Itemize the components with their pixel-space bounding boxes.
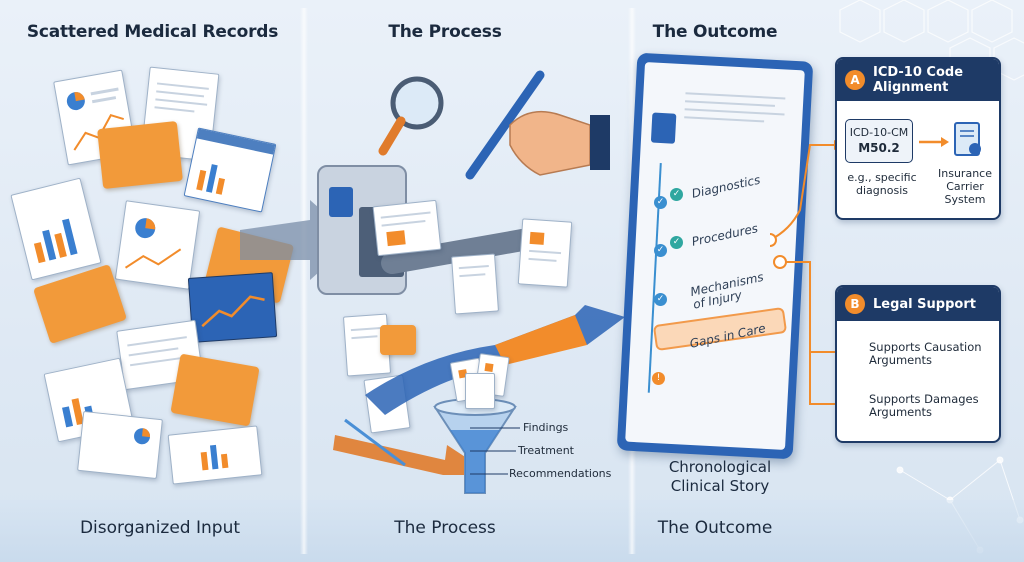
insurance-carrier-system-label: Insurance Carrier System bbox=[938, 167, 992, 206]
pen-hand-icon bbox=[465, 70, 610, 180]
funnel-output-connectors bbox=[470, 427, 520, 475]
icd10-example-note: e.g., specific diagnosis bbox=[847, 171, 917, 197]
process-illustration bbox=[305, 55, 625, 500]
legal-card-title: Legal Support bbox=[873, 296, 976, 312]
arrow-right-icon bbox=[919, 137, 949, 147]
icd10-alignment-card: A ICD-10 Code Alignment ICD-10-CM M50.2 … bbox=[835, 57, 1001, 220]
check-icon: ✓ bbox=[654, 293, 667, 306]
funnel-output-treatment: Treatment bbox=[518, 444, 574, 457]
funnel-paper bbox=[465, 373, 495, 409]
record-paper bbox=[77, 410, 163, 480]
icd10-card-subtitle: Alignment bbox=[873, 80, 949, 95]
card-badge-b: B bbox=[845, 294, 865, 314]
check-icon: ✓ bbox=[670, 236, 683, 249]
record-folder bbox=[170, 353, 260, 427]
footer-band bbox=[0, 500, 1024, 562]
funnel-output-findings: Findings bbox=[523, 421, 569, 434]
heading-scattered-records: Scattered Medical Records bbox=[26, 22, 279, 42]
chronological-story-caption: Chronological Clinical Story bbox=[668, 458, 772, 495]
footer-the-outcome: The Outcome bbox=[657, 518, 773, 538]
footer-the-process: The Process bbox=[394, 518, 496, 538]
heading-the-process: The Process bbox=[388, 22, 502, 42]
record-monitor bbox=[183, 127, 277, 213]
record-paper bbox=[10, 177, 102, 281]
scattered-records-illustration bbox=[10, 55, 300, 495]
card-badge-a: A bbox=[845, 70, 865, 90]
record-folder bbox=[97, 120, 183, 190]
legal-item-causation: Supports Causation Arguments bbox=[869, 340, 982, 367]
column-divider-1 bbox=[300, 8, 308, 554]
document-icon bbox=[650, 112, 677, 144]
alert-dot-icon: ! bbox=[652, 372, 665, 385]
icd10-code-box: ICD-10-CM M50.2 bbox=[845, 119, 913, 163]
check-icon: ✓ bbox=[654, 244, 667, 257]
record-paper bbox=[167, 425, 263, 485]
footer-disorganized-input: Disorganized Input bbox=[79, 518, 241, 538]
funnel-output-recommendations: Recommendations bbox=[509, 467, 612, 480]
check-icon: ✓ bbox=[670, 188, 683, 201]
legal-support-card: B Legal Support Supports Causation Argum… bbox=[835, 285, 1001, 443]
icd10-card-header: A ICD-10 Code Alignment bbox=[837, 59, 999, 101]
check-icon: ✓ bbox=[654, 196, 667, 209]
legal-card-header: B Legal Support bbox=[837, 287, 999, 321]
legal-item-damages: Supports Damages Arguments bbox=[869, 392, 979, 419]
document-gear-icon bbox=[954, 122, 981, 156]
record-laptop bbox=[187, 272, 278, 343]
heading-the-outcome: The Outcome bbox=[652, 22, 778, 42]
record-paper bbox=[114, 200, 201, 290]
process-folder bbox=[380, 325, 416, 355]
icd10-card-title: ICD-10 Code bbox=[873, 65, 964, 80]
magnifier-icon bbox=[378, 76, 444, 156]
